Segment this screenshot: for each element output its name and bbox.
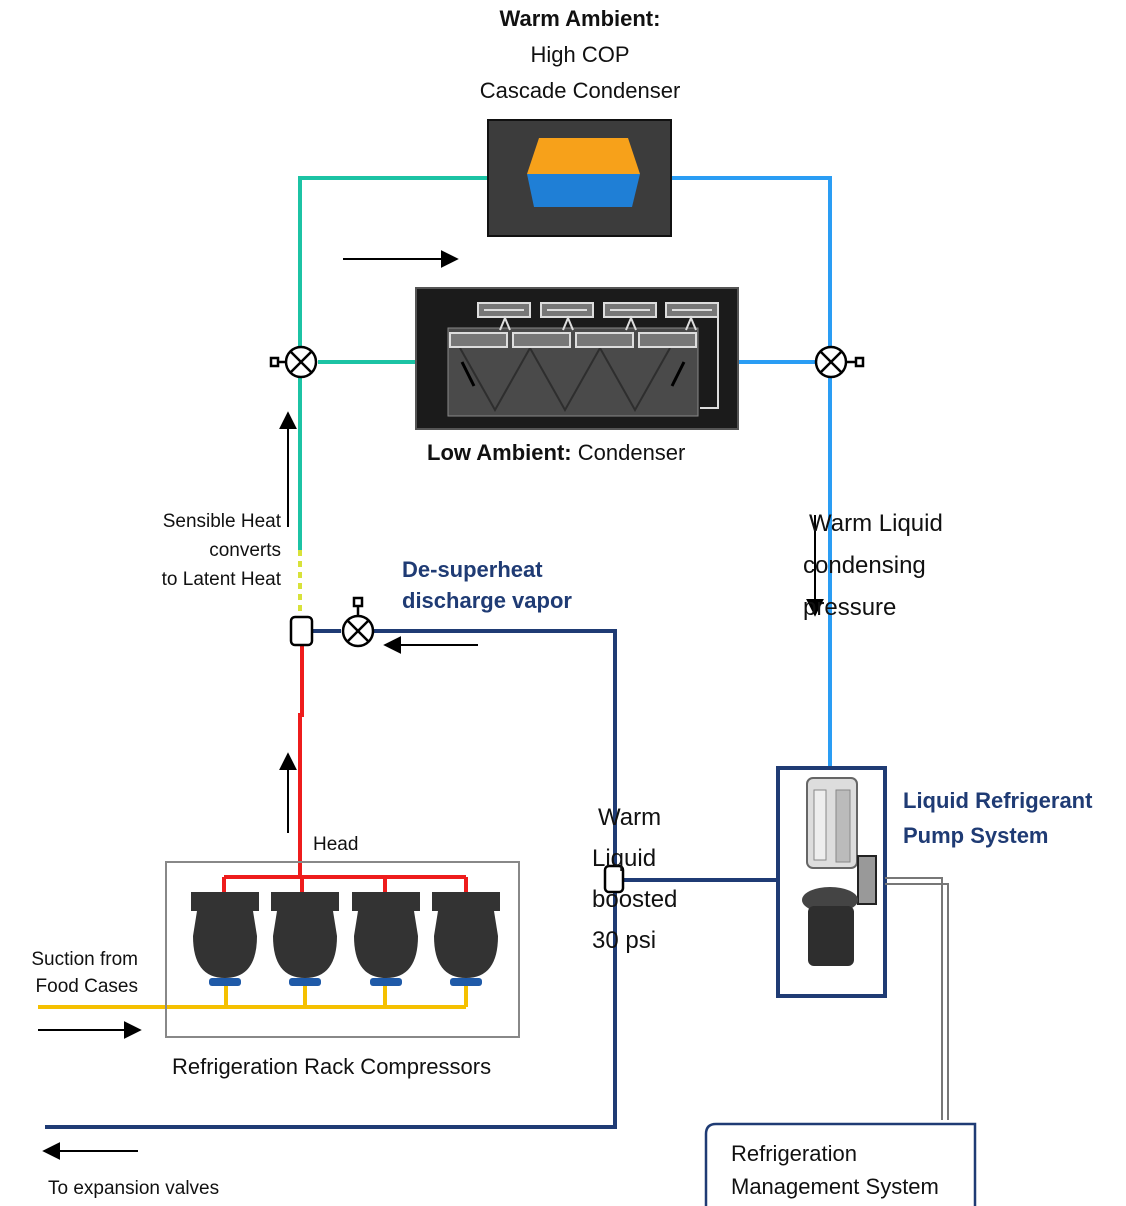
warm-ambient-line3: Cascade Condenser <box>479 77 681 103</box>
rack-compressors-label: Refrigeration Rack Compressors <box>172 1054 492 1079</box>
rms-line2: Management System <box>731 1174 939 1199</box>
compressor-2 <box>271 892 339 986</box>
management-system-label: Refrigeration Management System <box>731 1137 939 1203</box>
pump-system-label: Liquid Refrigerant Pump System <box>903 783 1092 853</box>
low-ambient-bold: Low Ambient: <box>427 440 572 465</box>
rms-line1: Refrigeration <box>731 1141 857 1166</box>
pump-line2: Pump System <box>903 823 1049 848</box>
boosted-line4: 30 psi <box>592 927 657 954</box>
desuperheat-label: De-superheat discharge vapor <box>402 554 572 616</box>
boost-tee <box>603 864 625 894</box>
compressor-rack-box <box>165 861 520 1038</box>
control-wiring <box>885 877 949 1120</box>
flow-arrows <box>38 250 824 1160</box>
warm-ambient-line2: High COP <box>530 42 630 68</box>
boosted-line1: Warm <box>598 804 662 831</box>
pump-unit <box>802 777 877 966</box>
suction-label: Suction from Food Cases <box>4 946 138 1000</box>
blue-line <box>672 176 832 768</box>
cascade-condenser <box>487 119 672 237</box>
management-system-box <box>704 1122 977 1206</box>
compressor-4 <box>432 892 500 986</box>
sensible-line2: converts <box>209 540 281 561</box>
desuperheat-line1: De-superheat <box>402 557 543 582</box>
expansion-valves-label: To expansion valves <box>48 1178 220 1199</box>
mixing-tee <box>289 615 314 647</box>
low-ambient-condenser <box>415 287 739 430</box>
sensible-heat-label: Sensible Heat converts to Latent Heat <box>100 507 281 594</box>
compressor-1 <box>191 892 259 986</box>
boosted-line3: boosted <box>592 886 678 913</box>
warm-liquid-condensing-label: Warm Liquid condensing pressure <box>803 503 943 629</box>
head-label: Head <box>313 834 359 855</box>
warm-liquid-cond-line2: condensing <box>803 552 926 579</box>
warm-liquid-cond-line1: Warm Liquid <box>809 510 943 537</box>
desuperheat-line2: discharge vapor <box>402 588 572 613</box>
hot-gas-line <box>222 646 468 912</box>
sensible-line3: to Latent Heat <box>161 569 281 590</box>
warm-ambient-label: Warm Ambient: High COP Cascade Condenser <box>430 6 730 104</box>
low-ambient-rest: Condenser <box>571 440 686 465</box>
sensible-line1: Sensible Heat <box>162 511 281 532</box>
warm-liquid-cond-line3: pressure <box>803 594 897 621</box>
left-valve <box>269 345 318 379</box>
desuperheat-valve <box>341 596 375 648</box>
suction-line1: Suction from <box>31 949 138 970</box>
warm-ambient-title: Warm Ambient: <box>499 6 661 31</box>
compressor-3 <box>352 892 420 986</box>
pump-line1: Liquid Refrigerant <box>903 788 1093 813</box>
right-valve <box>814 345 865 379</box>
boosted-line2: Liquid <box>592 845 657 872</box>
low-ambient-label: Low Ambient: Condenser <box>427 440 685 466</box>
warm-liquid-boosted-label: Warm Liquid boosted 30 psi <box>592 797 677 961</box>
suction-line2: Food Cases <box>35 976 138 997</box>
